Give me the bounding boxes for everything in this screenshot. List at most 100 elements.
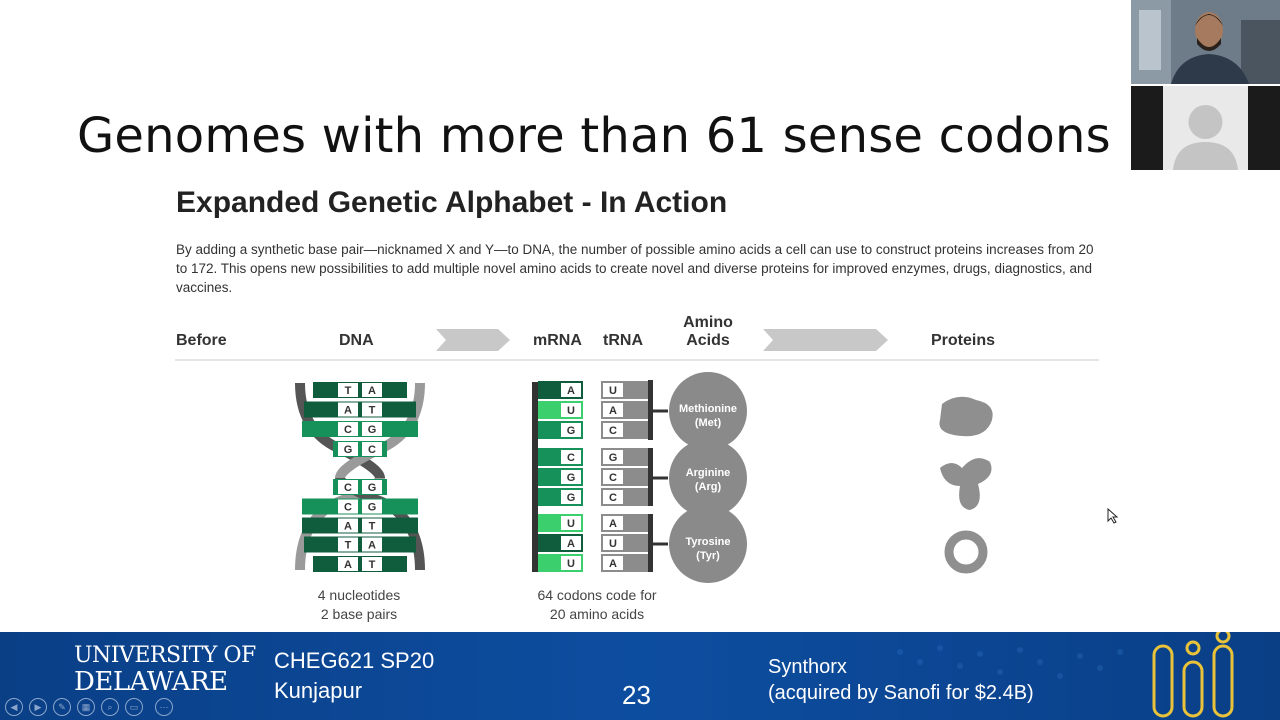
dna-base: [338, 402, 358, 417]
more-options-icon[interactable]: ⋯: [155, 698, 173, 716]
dna-base: [338, 383, 358, 397]
dna-base-pair: [313, 382, 407, 398]
amino-acid-tyrosine: [669, 505, 747, 583]
header-before: Before: [176, 332, 227, 349]
slides-grid-icon[interactable]: ▦: [77, 698, 95, 716]
mrna-base-box: [561, 556, 581, 570]
trna-base-box: [603, 450, 623, 464]
mrna-backbone: [532, 382, 538, 572]
dna-base: [362, 499, 382, 514]
previous-slide-icon[interactable]: ◀: [5, 698, 23, 716]
header-amino-acids: Amino Acids: [683, 314, 733, 349]
figure-description: By adding a synthetic base pair—nickname…: [176, 242, 1094, 295]
figure-title: Expanded Genetic Alphabet - In Action: [176, 186, 728, 219]
mrna-base-box: [561, 450, 581, 464]
mrna-base-box: [561, 490, 581, 504]
amino-acid-name: Arginine: [686, 467, 731, 479]
dna-base: [338, 480, 358, 494]
dna-caption-line: 4 nucleotides: [317, 587, 401, 603]
mrna-caption-line: 64 codons code for: [537, 587, 657, 603]
dna-base: [362, 518, 382, 533]
mrna-base-label: A: [567, 538, 575, 550]
dna-base-label: C: [368, 444, 376, 456]
header-mrna: mRNA: [533, 332, 582, 349]
trna-base-label: C: [609, 492, 617, 504]
trna-base-label: A: [609, 518, 617, 530]
dna-base-label: G: [344, 444, 353, 456]
dna-base-label: G: [368, 502, 377, 514]
dna-base-label: C: [344, 424, 352, 436]
protein-blob: [939, 396, 993, 437]
mrna-base-box: [561, 403, 581, 417]
dna-base-label: G: [368, 424, 377, 436]
mrna-base-label: C: [567, 452, 575, 464]
dna-base: [338, 442, 358, 456]
dna-base-label: T: [345, 540, 352, 552]
header-divider: [175, 359, 1099, 361]
dna-base-label: G: [368, 482, 377, 494]
decorative-bars-icon: [1152, 632, 1234, 718]
mrna-base-label: U: [567, 518, 575, 530]
trna-base-label: C: [609, 425, 617, 437]
dna-base-label: T: [369, 559, 376, 571]
arrow-right-icon: [436, 329, 510, 351]
subtitles-icon[interactable]: ▭: [125, 698, 143, 716]
amino-acid-methionine: [669, 372, 747, 450]
mrna-base-label: U: [567, 405, 575, 417]
dna-base-label: A: [368, 540, 376, 552]
presenter-video[interactable]: [1131, 0, 1280, 84]
mrna-base-label: G: [567, 425, 576, 437]
dna-base-label: A: [344, 521, 352, 533]
instructor-name: Kunjapur: [274, 678, 363, 703]
page-number: 23: [622, 680, 651, 710]
dna-base: [362, 480, 382, 494]
dna-base-pair: [304, 536, 416, 553]
amino-acid-abbr: (Arg): [695, 481, 722, 493]
trna-base-box: [603, 470, 623, 484]
trna-base-label: A: [609, 405, 617, 417]
dna-caption: 4 nucleotides 2 base pairs: [300, 586, 418, 624]
protein-blob: [940, 458, 992, 510]
header-dna: DNA: [339, 332, 374, 349]
logo-line-2: DELAWARE: [74, 667, 228, 697]
amino-acid-abbr: (Met): [695, 417, 722, 429]
dna-base: [362, 383, 382, 397]
footer-pattern: [897, 632, 1234, 718]
header-trna: tRNA: [603, 332, 643, 349]
next-slide-icon[interactable]: ▶: [29, 698, 47, 716]
mrna-base-box: [561, 383, 581, 397]
mrna-base-box: [561, 536, 581, 550]
participant-video[interactable]: [1131, 86, 1280, 170]
dna-base: [338, 557, 358, 571]
pen-icon[interactable]: ✎: [53, 698, 71, 716]
dna-base-pair: [302, 421, 418, 437]
trna-base-label: G: [609, 452, 618, 464]
amino-acid-name: Methionine: [679, 403, 737, 415]
dna-base-pair: [302, 498, 418, 515]
dna-base-pair: [313, 556, 407, 572]
mrna-base-box: [561, 470, 581, 484]
dna-base-pair: [304, 401, 416, 418]
dna-base-label: T: [369, 521, 376, 533]
dna-base-pair: [302, 517, 418, 534]
dna-base: [362, 422, 382, 436]
university-logo: UNIVERSITY OF DELAWARE: [74, 643, 256, 697]
dna-base: [338, 499, 358, 514]
company-name: Synthorx: [768, 656, 847, 678]
mrna-caption: 64 codons code for 20 amino acids: [522, 586, 672, 624]
mrna-base-box: [561, 516, 581, 530]
mrna-base-label: G: [567, 492, 576, 504]
logo-line-1: UNIVERSITY OF: [74, 643, 256, 668]
dna-base: [362, 402, 382, 417]
dna-base-label: A: [368, 385, 376, 397]
presenter-video-image: [1131, 0, 1280, 84]
dna-base-label: C: [344, 482, 352, 494]
amino-acid-name: Tyrosine: [685, 536, 730, 548]
zoom-icon[interactable]: ⌕: [101, 698, 119, 716]
company-note: (acquired by Sanofi for $2.4B): [768, 682, 1034, 704]
trna-base-label: U: [609, 538, 617, 550]
trna-base-box: [603, 423, 623, 437]
trna-base-box: [603, 516, 623, 530]
mouse-cursor-icon: [1107, 508, 1119, 524]
